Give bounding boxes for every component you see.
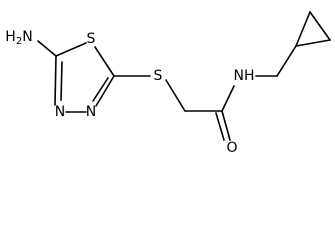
bond-carbonyl-o	[221, 110, 231, 141]
bond-c2-n3	[95, 75, 115, 107]
atom-label-group: H2N S N N S NH O	[5, 29, 254, 156]
bond-group	[37, 11, 331, 141]
ring-nitrogen-4-label: N	[55, 104, 65, 120]
bond-c5-s1	[55, 42, 87, 57]
ring-nitrogen-3-label: N	[86, 104, 96, 120]
ring-sulfur-label: S	[87, 31, 96, 47]
bond-c2-n3-double	[92, 77, 109, 102]
bond-n4-c5	[54, 55, 57, 106]
bond-cp-1	[295, 11, 311, 47]
bond-ch2-cyclopropyl	[276, 45, 297, 77]
bond-amine-ring	[37, 40, 57, 57]
amide-nitrogen-label: NH	[234, 68, 255, 84]
bond-cp-3	[295, 39, 331, 47]
bond-s-ch2	[165, 79, 186, 112]
bond-carbonyl-o-double	[215, 112, 225, 141]
bond-carbonyl-nh	[221, 85, 235, 112]
bond-cp-2	[309, 11, 331, 41]
amine-label: H2N	[5, 29, 32, 47]
bond-s1-c2	[94, 46, 115, 77]
thioether-sulfur-label: S	[154, 68, 163, 84]
bond-n4-c5-double	[60, 61, 63, 101]
carbonyl-oxygen-label: O	[226, 140, 237, 156]
chemical-structure-diagram: H2N S N N S NH O	[5, 11, 331, 156]
